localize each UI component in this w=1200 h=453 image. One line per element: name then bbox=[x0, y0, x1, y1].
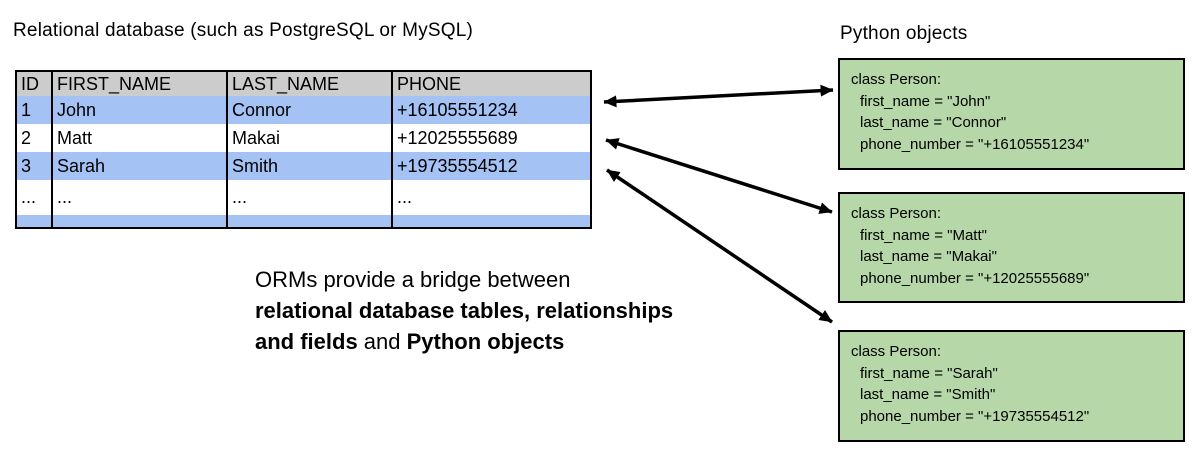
arrow-row3-to-object3 bbox=[606, 168, 833, 324]
attr-phone-number: phone_number = "+16105551234" bbox=[860, 135, 1090, 153]
cell-last-name: Smith bbox=[226, 152, 392, 180]
python-objects-title: Python objects bbox=[840, 23, 968, 44]
attr-last-name: last_name = "Smith" bbox=[860, 386, 996, 403]
cell-id: 1 bbox=[21, 99, 32, 120]
orm-caption: ORMs provide a bridge between relational… bbox=[255, 264, 673, 357]
cell-phone: ... bbox=[391, 180, 591, 215]
attr-last-name: last_name = "Connor" bbox=[860, 114, 1007, 131]
arrow-row2-to-object2 bbox=[605, 138, 833, 214]
cell-id: 2 bbox=[21, 127, 32, 148]
cell-phone: +19735554512 bbox=[391, 152, 591, 180]
caption-line-1: ORMs provide a bridge between bbox=[255, 267, 571, 292]
cell-first-name: John bbox=[51, 96, 227, 124]
attr-phone-number: phone_number = "+19735554512" bbox=[860, 407, 1090, 425]
relational-db-table: ID FIRST_NAME LAST_NAME PHONE 1 John Con… bbox=[15, 70, 592, 229]
arrow-row1-to-object1 bbox=[603, 84, 834, 108]
caption-line-2: relational database tables, relationship… bbox=[255, 298, 674, 323]
python-object-box-2: class Person: first_name = "Matt" last_n… bbox=[838, 192, 1185, 303]
cell-phone: +16105551234 bbox=[391, 96, 591, 124]
table-row: 1 John Connor +16105551234 bbox=[16, 96, 591, 124]
col-header-phone: PHONE bbox=[391, 71, 591, 96]
cell-last-name: Connor bbox=[226, 96, 392, 124]
col-header-last-name: LAST_NAME bbox=[226, 71, 392, 96]
class-declaration: class Person: bbox=[851, 343, 942, 360]
python-object-box-3: class Person: first_name = "Sarah" last_… bbox=[838, 330, 1185, 442]
cell-last-name: Makai bbox=[226, 124, 392, 152]
table-row-ellipsis: ... ... ... ... bbox=[16, 180, 591, 215]
attr-phone-number: phone_number = "+12025555689" bbox=[860, 269, 1090, 287]
attr-last-name: last_name = "Makai" bbox=[860, 248, 997, 265]
col-header-first-name: FIRST_NAME bbox=[51, 71, 227, 96]
table-row-empty bbox=[16, 215, 591, 228]
caption-line-3-plain: and bbox=[357, 329, 407, 354]
caption-line-3: and fields and Python objects bbox=[255, 326, 673, 357]
cell-first-name: Matt bbox=[51, 124, 227, 152]
caption-line-3-bold-b: Python objects bbox=[406, 329, 565, 354]
cell-id: ... bbox=[21, 187, 37, 207]
table-row: 3 Sarah Smith +19735554512 bbox=[16, 152, 591, 180]
col-header-id: ID bbox=[21, 73, 39, 94]
attr-first-name: first_name = "Sarah" bbox=[860, 364, 998, 382]
cell-phone: +12025555689 bbox=[391, 124, 591, 152]
relational-db-title: Relational database (such as PostgreSQL … bbox=[13, 20, 474, 41]
cell-first-name: Sarah bbox=[51, 152, 227, 180]
caption-line-3-bold-a: and fields bbox=[255, 329, 358, 354]
cell-last-name: ... bbox=[226, 180, 392, 215]
attr-first-name: first_name = "John" bbox=[860, 92, 991, 110]
class-declaration: class Person: bbox=[851, 71, 942, 88]
attr-first-name: first_name = "Matt" bbox=[860, 226, 987, 244]
table-header-row: ID FIRST_NAME LAST_NAME PHONE bbox=[16, 71, 591, 96]
cell-id: 3 bbox=[21, 155, 32, 176]
table-row: 2 Matt Makai +12025555689 bbox=[16, 124, 591, 152]
cell-first-name: ... bbox=[51, 180, 227, 215]
class-declaration: class Person: bbox=[851, 205, 942, 222]
python-object-box-1: class Person: first_name = "John" last_n… bbox=[838, 58, 1185, 170]
